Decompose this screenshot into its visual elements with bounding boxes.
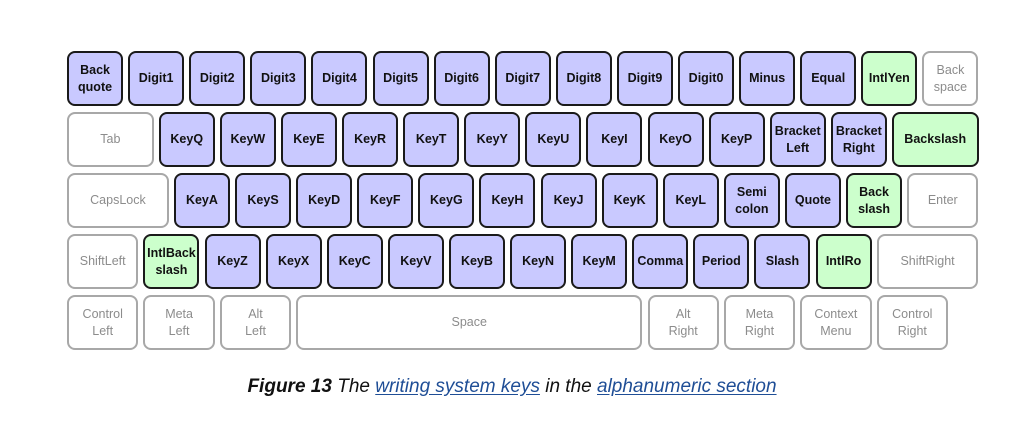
- caption-text: The: [331, 376, 376, 397]
- figure-caption: Figure 13 The writing system keys in the…: [0, 376, 1024, 398]
- key-keyh: KeyH: [479, 173, 536, 228]
- key-digit5: Digit5: [372, 51, 429, 106]
- key-keyy: KeyY: [464, 112, 521, 167]
- key-keya: KeyA: [173, 173, 230, 228]
- key-controlleft: Control Left: [67, 295, 139, 350]
- key-keyd: KeyD: [296, 173, 353, 228]
- key-keyt: KeyT: [403, 112, 460, 167]
- key-capslock: CapsLock: [67, 173, 169, 228]
- key-controlright: Control Right: [876, 295, 948, 350]
- key-keyc: KeyC: [326, 234, 383, 289]
- key-keyo: KeyO: [647, 112, 704, 167]
- key-altleft: Alt Left: [219, 295, 292, 350]
- caption-text: in the: [539, 376, 597, 397]
- key-digit8: Digit8: [555, 51, 612, 106]
- alphanumeric-section-link[interactable]: alphanumeric section: [597, 376, 777, 397]
- key-period: Period: [693, 234, 750, 289]
- key-shiftright: ShiftRight: [876, 234, 979, 289]
- key-keyr: KeyR: [342, 112, 399, 167]
- key-quote: Quote: [784, 173, 841, 228]
- key-keyz: KeyZ: [204, 234, 261, 289]
- key-digit0: Digit0: [678, 51, 735, 106]
- key-keyk: KeyK: [601, 173, 658, 228]
- key-shiftleft: ShiftLeft: [67, 234, 139, 289]
- key-enter: Enter: [907, 173, 979, 228]
- key-digit7: Digit7: [494, 51, 551, 106]
- key-bracketleft: Bracket Left: [769, 112, 826, 167]
- key-semicolon: Semi colon: [723, 173, 780, 228]
- key-digit9: Digit9: [616, 51, 673, 106]
- key-backspace: Back space: [922, 51, 979, 106]
- key-keyl: KeyL: [662, 173, 719, 228]
- key-keyi: KeyI: [586, 112, 643, 167]
- key-keyj: KeyJ: [540, 173, 597, 228]
- key-minus: Minus: [739, 51, 796, 106]
- key-space: Space: [296, 295, 643, 350]
- key-bracketright: Bracket Right: [830, 112, 887, 167]
- key-digit1: Digit1: [128, 51, 185, 106]
- key-keys: KeyS: [235, 173, 292, 228]
- key-intlbackslash: IntlBack slash: [143, 234, 200, 289]
- key-tab: Tab: [67, 112, 154, 167]
- key-intlro: IntlRo: [815, 234, 872, 289]
- key-metaright: Meta Right: [723, 295, 796, 350]
- key-metaleft: Meta Left: [143, 295, 215, 350]
- key-keyg: KeyG: [418, 173, 475, 228]
- key-keyw: KeyW: [219, 112, 276, 167]
- key-backquote: Back quote: [67, 51, 124, 106]
- key-backslash: Back slash: [846, 173, 903, 228]
- key-keye: KeyE: [280, 112, 337, 167]
- key-equal: Equal: [800, 51, 857, 106]
- key-comma: Comma: [632, 234, 689, 289]
- key-keyu: KeyU: [525, 112, 582, 167]
- key-keyv: KeyV: [387, 234, 444, 289]
- key-keyn: KeyN: [510, 234, 567, 289]
- key-keyx: KeyX: [265, 234, 322, 289]
- key-backslash: Backslash: [891, 112, 979, 167]
- key-keyp: KeyP: [708, 112, 765, 167]
- figure-number: Figure 13: [247, 376, 332, 397]
- key-keyb: KeyB: [448, 234, 505, 289]
- key-intlyen: IntlYen: [861, 51, 918, 106]
- key-keym: KeyM: [571, 234, 628, 289]
- key-altright: Alt Right: [647, 295, 719, 350]
- writing-system-keys-link[interactable]: writing system keys: [375, 376, 540, 397]
- key-contextmenu: Context Menu: [800, 295, 872, 350]
- key-digit6: Digit6: [433, 51, 490, 106]
- key-digit3: Digit3: [250, 51, 307, 106]
- key-digit2: Digit2: [189, 51, 246, 106]
- key-keyq: KeyQ: [158, 112, 215, 167]
- key-slash: Slash: [754, 234, 811, 289]
- key-keyf: KeyF: [357, 173, 414, 228]
- key-digit4: Digit4: [311, 51, 368, 106]
